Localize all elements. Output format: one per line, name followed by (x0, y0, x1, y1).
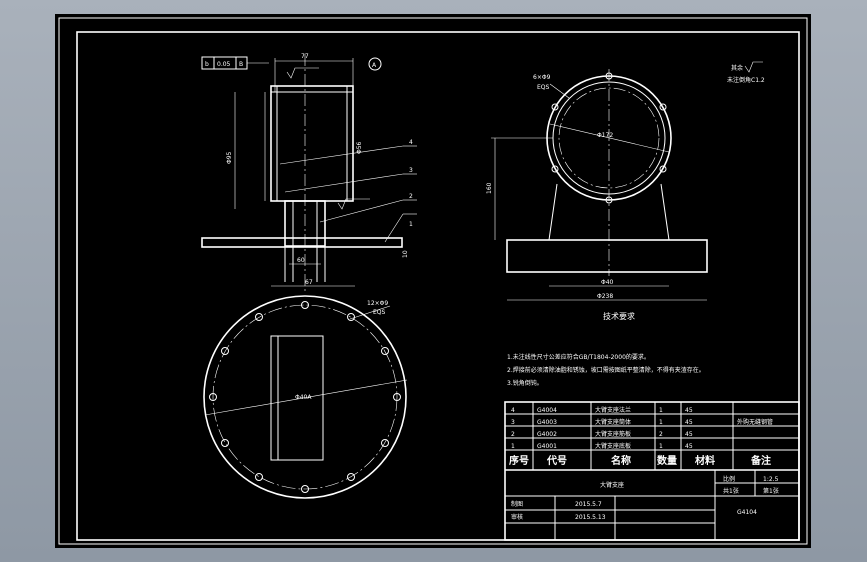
part-row-code: G4004 (537, 407, 557, 414)
part-row-mat: 45 (685, 431, 693, 438)
view-marker-label: A (372, 62, 377, 69)
dim-phi56: Φ56 (356, 141, 363, 154)
sheets-label: 共1张 (723, 487, 739, 495)
balloon-3: 3 (409, 167, 413, 174)
dim-60: 60 (297, 257, 305, 264)
title-block: 大臂支座 比例 1:2.5 共1张 第1张 制图 2015.5.7 审核 201… (511, 475, 779, 521)
drawing-no: G4104 (737, 509, 757, 516)
tol-value: 0.05 (217, 61, 231, 68)
parts-list: 4 G4004 大臂支座法兰 1 45 3 G4003 大臂支座筒体 1 45 … (504, 401, 800, 541)
part-row-mat: 45 (685, 419, 693, 426)
balloon-4: 4 (409, 139, 413, 146)
part-row-mat: 45 (685, 443, 693, 450)
scale-value: 1:2.5 (763, 476, 779, 483)
header-qty: 数量 (657, 454, 677, 467)
part-row-qty: 2 (659, 431, 663, 438)
part-row-code: G4002 (537, 431, 557, 438)
roughness-note-text: 未注倒角C1.2 (727, 76, 765, 84)
tol-datum: B (239, 61, 243, 68)
drawn-label: 制图 (511, 500, 523, 508)
base-plate (201, 237, 403, 248)
dim-eqs-flange: EQS (373, 309, 386, 316)
tech-req-3: 3.锐角倒钝。 (507, 379, 543, 387)
part-row-name: 大臂支座筋板 (595, 430, 631, 438)
part-row-mat: 45 (685, 407, 693, 414)
part-row-no: 2 (511, 431, 515, 438)
part-row-qty: 1 (659, 419, 663, 426)
tech-requirements: 技术要求 1.未注线性尺寸公差应符合GB/T1804-2000的要求。 2.焊接… (507, 311, 705, 387)
tol-symbol: b (205, 61, 209, 68)
part-row-name: 大臂支座底板 (595, 442, 631, 450)
cad-drawing: b 0.05 B 77 Φ95 Φ56 4 3 2 1 (58, 17, 808, 545)
dim-phi95: Φ95 (226, 151, 233, 164)
drawn-date: 2015.5.7 (575, 501, 602, 508)
dim-10: 10 (402, 250, 409, 258)
view-marker (368, 57, 382, 71)
inner-frame (76, 31, 800, 541)
tech-req-1: 1.未注线性尺寸公差应符合GB/T1804-2000的要求。 (507, 353, 650, 361)
part-row-no: 3 (511, 419, 515, 426)
part-row-name: 大臂支座法兰 (595, 406, 631, 414)
dim-phi172: Φ172 (597, 132, 613, 139)
dim-phi238: Φ238 (597, 293, 613, 300)
title-part-name: 大臂支座 (600, 481, 624, 489)
scale-label: 比例 (723, 475, 735, 483)
header-note: 备注 (750, 454, 771, 467)
dim-eqs-side: EQS (537, 84, 550, 91)
sheet-no: 第1张 (763, 487, 779, 495)
roughness-note-symbol: 其余 (731, 64, 743, 72)
tech-req-2: 2.焊接前必须清除油脂和锈蚀，坡口需按图纸平整清除，不得有夹渣存在。 (507, 366, 705, 374)
dim-12-holes: 12×Φ9 (367, 300, 388, 307)
header-code: 代号 (546, 454, 567, 467)
front-section-view: b 0.05 B 77 Φ95 Φ56 4 3 2 1 (201, 53, 417, 294)
check-label: 审核 (511, 513, 523, 521)
flange-outer (203, 295, 407, 499)
part-row-qty: 1 (659, 407, 663, 414)
side-view: Φ172 6×Φ9 EQS 160 Φ40 Φ238 (486, 69, 708, 301)
dim-160: 160 (486, 182, 493, 194)
balloon-1: 1 (409, 221, 413, 228)
balloon-2: 2 (409, 193, 413, 200)
outer-border (58, 17, 808, 545)
part-row-no: 4 (511, 407, 515, 414)
part-row-no: 1 (511, 443, 515, 450)
dim-67: 67 (305, 279, 313, 286)
dim-6-holes: 6×Φ9 (533, 74, 551, 81)
header-name: 名称 (611, 454, 631, 467)
header-mat: 材料 (695, 454, 715, 467)
part-row-qty: 1 (659, 443, 663, 450)
roughness-note: 其余 未注倒角C1.2 (727, 61, 765, 84)
part-row-code: G4001 (537, 443, 557, 450)
dim-phi40: Φ40 (601, 279, 614, 286)
drawing-sheet: b 0.05 B 77 Φ95 Φ56 4 3 2 1 (55, 14, 811, 548)
dim-phi40a: Φ40A (295, 394, 312, 401)
header-no: 序号 (509, 454, 529, 467)
side-base-plate (506, 239, 708, 273)
top-view: Φ40A 12×Φ9 EQS (203, 295, 408, 499)
part-row-name: 大臂支座筒体 (595, 418, 631, 426)
tech-req-title: 技术要求 (603, 311, 635, 321)
check-date: 2015.5.13 (575, 514, 606, 521)
part-row-code: G4003 (537, 419, 557, 426)
part-row-note: 外购无缝钢管 (737, 418, 773, 426)
